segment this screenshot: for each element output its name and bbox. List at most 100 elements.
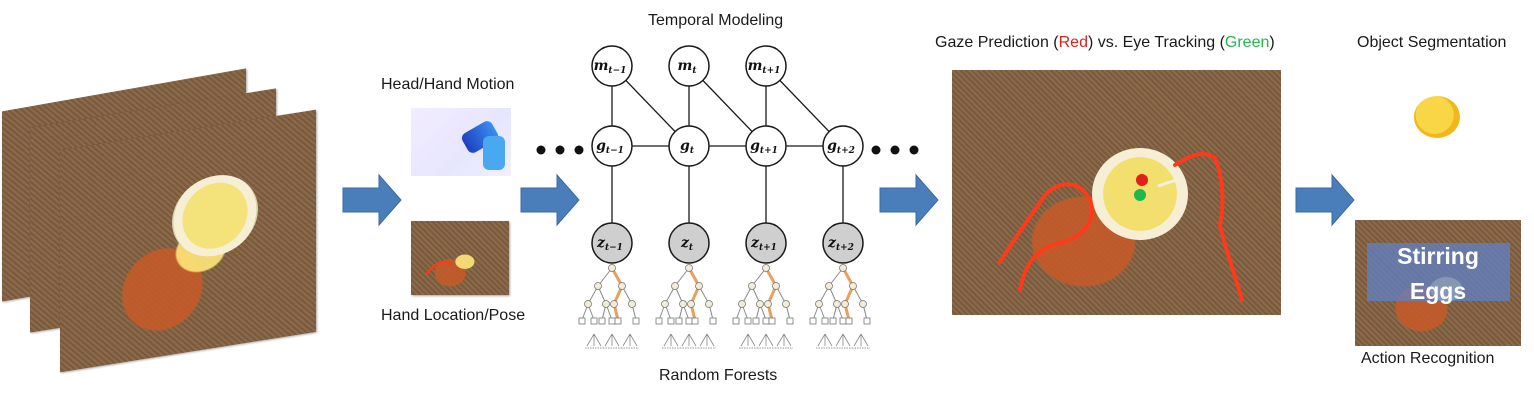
tree-node [762, 264, 770, 272]
tree-node [849, 282, 857, 290]
tree-node [748, 282, 756, 290]
node-g-0-label: gt−1 [596, 138, 624, 156]
mini-tree [604, 333, 620, 347]
object-segmentation-label: Object Segmentation [1357, 34, 1507, 51]
tree-leaf [752, 317, 760, 325]
temporal-modeling-label: Temporal Modeling [648, 12, 784, 29]
flow-arrow-1 [342, 173, 402, 227]
tree-leaf [762, 317, 770, 325]
mini-tree [699, 333, 715, 347]
segmented-object [1414, 96, 1460, 138]
action-overlay [1367, 243, 1510, 301]
hand-location-pose-label: Hand Location/Pose [381, 307, 526, 324]
node-m-1-label: mt [678, 58, 698, 76]
tree-leaf [632, 317, 640, 325]
tree-node [839, 264, 847, 272]
mini-tree [622, 333, 638, 347]
flow-arrow-3 [879, 173, 939, 227]
ellipsis-dot-5 [909, 145, 919, 155]
gaze-label-green: Green [1224, 34, 1270, 51]
node-g-2 [745, 125, 787, 167]
random-forest-0 [578, 264, 640, 349]
node-z-1-label: zt [680, 235, 694, 253]
tree-leaf [691, 317, 699, 325]
gaze-label-suffix: ) [1269, 34, 1275, 51]
gaze-prediction-image [952, 70, 1281, 315]
tree-leaf [598, 317, 606, 325]
node-g-3-label: gt+2 [827, 138, 855, 156]
node-z-3 [822, 222, 864, 264]
mini-tree [740, 333, 756, 347]
node-z-2 [745, 222, 787, 264]
random-forest-1 [655, 264, 717, 349]
mini-tree [776, 333, 792, 347]
action-recognition-image: Stirring Eggs [1355, 220, 1521, 346]
tree-node [602, 300, 610, 308]
mini-tree [853, 333, 869, 347]
mini-tree [835, 333, 851, 347]
node-m-2 [745, 45, 787, 87]
tree-node [671, 282, 679, 290]
gaze-prediction-point [1136, 174, 1148, 186]
thumb-hand-outline [425, 260, 453, 276]
tree-node [679, 300, 687, 308]
tree-node [618, 282, 626, 290]
tree-node [841, 300, 849, 308]
node-m-1 [668, 45, 710, 87]
node-g-2-label: gt+1 [750, 138, 778, 156]
node-g-0 [591, 125, 633, 167]
tree-leaf [821, 317, 829, 325]
tree-node [756, 300, 764, 308]
action-text-line1: Stirring [1397, 243, 1479, 269]
node-z-3-label: zt+2 [827, 235, 854, 253]
tree-leaf [590, 317, 598, 325]
tree-leaf [829, 317, 837, 325]
tree-leaf [845, 317, 853, 325]
random-forest-2 [732, 264, 794, 349]
hand-pose-image [411, 221, 509, 295]
tree-leaf [732, 317, 740, 325]
gaze-label-red: Red [1058, 34, 1088, 51]
tree-leaf [809, 317, 817, 325]
tree-leaf [744, 317, 752, 325]
tree-node [764, 300, 772, 308]
optical-flow-image [411, 108, 511, 176]
mini-tree [758, 333, 774, 347]
tree-node [738, 300, 746, 308]
node-z-0 [591, 222, 633, 264]
node-m-0 [591, 45, 633, 87]
node-g-1 [668, 125, 710, 167]
action-recognition-label: Action Recognition [1361, 350, 1495, 367]
tree-node [610, 300, 618, 308]
mini-tree [586, 333, 602, 347]
gaze-label-mid: ) vs. Eye Tracking ( [1087, 34, 1225, 51]
node-z-2-label: zt+1 [750, 235, 777, 253]
tree-leaf [655, 317, 663, 325]
tree-leaf [667, 317, 675, 325]
tree-node [859, 300, 867, 308]
tree-leaf [709, 317, 717, 325]
flow-arrow-2 [520, 173, 580, 227]
ellipsis-dot-4 [890, 145, 900, 155]
node-z-1 [668, 222, 710, 264]
tree-node [825, 282, 833, 290]
ellipsis-dot-0 [536, 145, 546, 155]
head-hand-motion-label: Head/Hand Motion [381, 76, 515, 93]
mini-tree [817, 333, 833, 347]
tree-leaf [685, 317, 693, 325]
tree-leaf [608, 317, 616, 325]
tree-node [705, 300, 713, 308]
tree-node [608, 264, 616, 272]
node-z-0-label: zt−1 [596, 235, 623, 253]
random-forests-label: Random Forests [659, 367, 778, 384]
flow-arrow-4 [1295, 173, 1355, 227]
node-m-2-label: mt+1 [748, 58, 781, 76]
tree-leaf [675, 317, 683, 325]
random-forest-3 [809, 264, 871, 349]
tree-node [628, 300, 636, 308]
eye-tracking-point [1134, 189, 1146, 201]
action-text-line2: Eggs [1409, 278, 1467, 304]
right-hand-outline [1173, 152, 1244, 302]
gaze-prediction-label: Gaze Prediction (Red) vs. Eye Tracking (… [935, 34, 1275, 52]
tree-node [685, 264, 693, 272]
